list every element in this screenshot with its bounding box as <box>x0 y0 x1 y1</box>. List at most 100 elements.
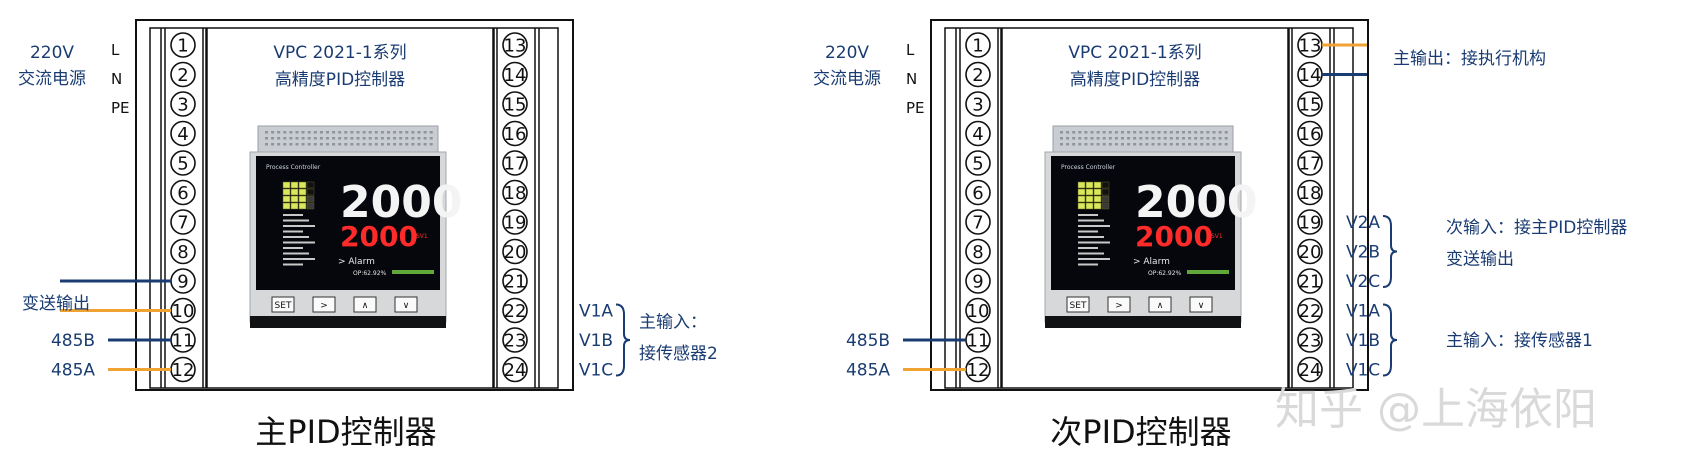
label-transmit-output-source: 变送输出 <box>1446 250 1514 270</box>
terminal-number: 13 <box>504 36 527 57</box>
vent-slot <box>1139 137 1143 140</box>
vent-slot <box>368 137 372 140</box>
vent-slot <box>338 131 342 134</box>
terminal-number: 16 <box>504 124 527 145</box>
brace-bracket <box>615 303 631 377</box>
label-v2b: V2B <box>1346 243 1380 263</box>
terminal-circle <box>170 120 196 147</box>
vent-slot <box>374 131 378 134</box>
device-button-label: ∨ <box>403 301 410 311</box>
screen-info-line <box>283 236 309 238</box>
screen-info-line <box>283 247 303 249</box>
vent-slot <box>344 131 348 134</box>
vent-slot <box>307 131 311 134</box>
screen-alarm-text: > Alarm <box>338 257 375 267</box>
vent-slot <box>417 131 421 134</box>
screen-sv-tag: SV1 <box>416 233 428 240</box>
label-v1c: V1C <box>1346 361 1380 381</box>
device-screen <box>256 156 440 290</box>
panel-outer-frame <box>135 19 574 391</box>
label-v1a: V1A <box>579 302 613 322</box>
device-title-name: 高精度PID控制器 <box>275 70 405 90</box>
vent-slot <box>380 137 384 140</box>
terminal-side-pe: PE <box>111 99 130 117</box>
terminal-circle <box>502 32 528 58</box>
screen-op-bar <box>392 270 434 274</box>
device-button <box>353 296 377 313</box>
panel-inner-frame <box>149 27 559 389</box>
device-button <box>1107 296 1131 313</box>
screen-info-line <box>283 230 303 233</box>
label-main-input: 主输入：接传感器1 <box>1446 331 1593 351</box>
terminal-number: 2 <box>972 65 983 86</box>
vent-slot <box>350 131 354 134</box>
screen-brand-label: Process Controller <box>266 164 321 171</box>
device-button-label: > <box>320 301 328 311</box>
terminal-number: 13 <box>1299 36 1322 57</box>
vent-slot <box>1127 137 1131 140</box>
screen-bargraph-cell <box>290 181 299 189</box>
terminal-number: 17 <box>1299 154 1322 175</box>
vent-slot <box>1078 137 1082 140</box>
vent-slot <box>362 137 366 140</box>
screen-info-line <box>1078 247 1098 249</box>
terminal-number: 8 <box>972 242 983 263</box>
terminal-number: 19 <box>1299 213 1322 234</box>
screen-sv-tag: SV1 <box>1211 233 1223 240</box>
screen-bargraph-cell <box>1101 188 1110 196</box>
vent-slot <box>344 143 348 146</box>
terminal-number: 21 <box>1299 272 1322 293</box>
vent-slot <box>356 131 360 134</box>
terminal-number: 9 <box>177 272 188 293</box>
power-voltage-label: 220V <box>30 43 74 63</box>
vent-slot <box>1090 131 1094 134</box>
terminal-number: 19 <box>504 213 527 234</box>
terminal-circle <box>502 268 528 294</box>
vent-slot <box>1066 137 1070 140</box>
panel-secondary: 123456789101112131415161718192021222324V… <box>813 19 1627 451</box>
vent-slot <box>1121 143 1124 146</box>
terminal-circle <box>1297 150 1323 176</box>
screen-alarm-text: > Alarm <box>1133 257 1170 267</box>
vent-slot <box>1157 131 1161 134</box>
vent-slot <box>313 131 317 134</box>
vent-slot <box>1145 131 1149 134</box>
vent-slot <box>1163 143 1167 146</box>
terminal-circle <box>965 32 991 58</box>
terminal-circle <box>965 209 991 235</box>
vent-slot <box>1194 137 1198 140</box>
vent-slot <box>1169 143 1173 146</box>
label-secondary-input: 次输入：接主PID控制器 <box>1446 218 1627 238</box>
vent-slot <box>1096 143 1100 146</box>
screen-info-line <box>1078 236 1104 238</box>
power-source-label: 交流电源 <box>18 69 86 89</box>
screen-bargraph-cell <box>290 195 299 203</box>
vent-slot <box>380 131 384 134</box>
terminal-circle <box>170 61 196 88</box>
screen-bargraph-cell <box>1085 181 1094 189</box>
screen-bargraph-cell <box>1077 195 1086 203</box>
device-button <box>312 296 336 313</box>
terminal-circle <box>1297 356 1323 383</box>
screen-bargraph-cell <box>306 202 315 210</box>
device-button-label: ∧ <box>1157 301 1164 311</box>
device-title-series: VPC 2021-1系列 <box>1068 43 1201 63</box>
vent-slot <box>265 131 268 134</box>
vent-slot <box>1224 137 1228 140</box>
device-button-label: > <box>1115 301 1123 311</box>
vent-slot <box>1169 137 1173 140</box>
screen-sv-value: 2000 <box>1135 220 1213 253</box>
terminal-circle <box>1297 120 1323 147</box>
vent-slot <box>265 137 268 140</box>
vent-slot <box>319 131 323 134</box>
label-485a: 485A <box>846 361 890 381</box>
terminal-side-pe: PE <box>906 99 925 117</box>
terminal-number: 18 <box>504 183 527 204</box>
terminal-circle <box>502 209 528 235</box>
vent-slot <box>301 143 305 146</box>
screen-info-line <box>283 219 309 222</box>
label-v1b: V1B <box>1346 331 1380 351</box>
terminal-circle <box>170 209 196 235</box>
vent-slot <box>417 143 421 146</box>
screen-bargraph-cell <box>1093 188 1102 196</box>
